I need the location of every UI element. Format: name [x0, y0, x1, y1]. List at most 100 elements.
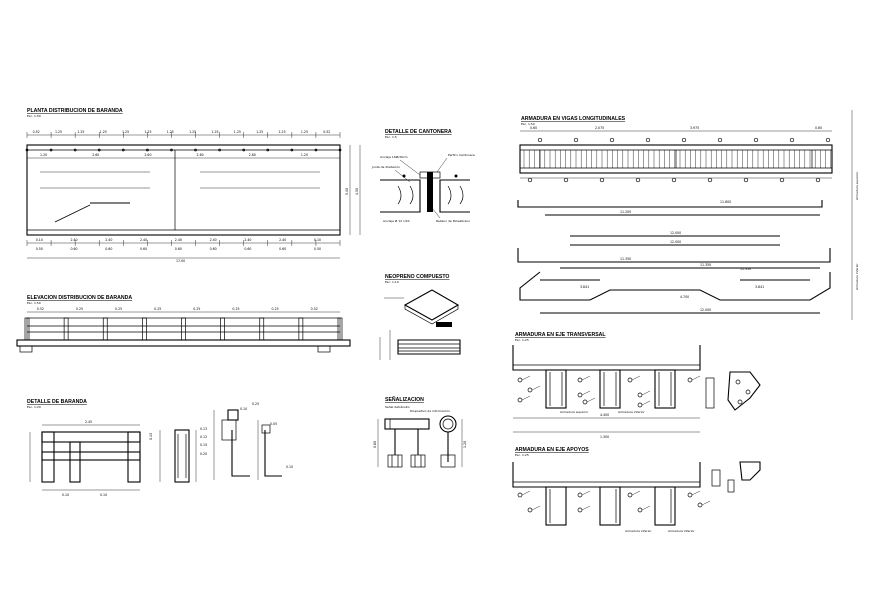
det-baranda-side-dim: 0.10: [240, 407, 247, 411]
planta-top-dim: 1.25: [100, 130, 107, 134]
planta-top-dim: 0.52: [33, 130, 40, 134]
planta-bottom-dim: 2.40: [244, 238, 251, 242]
det-baranda-side-dim: 0.05: [270, 422, 277, 426]
planta-second-dim: 1.20: [301, 153, 308, 157]
long-title: ARMADURA EN VIGAS LONGITUDINALES: [521, 116, 626, 122]
elevacion-title: ELEVACION DISTRIBUCION DE BARANDA: [27, 295, 132, 301]
planta-top-dim: 1.25: [234, 130, 241, 134]
planta-side-dim-1: 5.40: [345, 188, 349, 195]
long-beam: [519, 144, 833, 174]
trans-dim-1: 1.300: [600, 435, 609, 439]
post-section: [174, 429, 190, 483]
neopreno-view: NEOPRENO COMPUESTO Esc. 1:10: [379, 274, 461, 360]
planta-side-dim-2: 4.50: [355, 188, 359, 195]
elevacion-dim: 0.52: [311, 307, 318, 311]
senal-label-0: Señal de: [385, 405, 398, 409]
planta-bottom-dim: 2.40: [279, 238, 286, 242]
cantonera-label-2: Junta de dilatación: [371, 165, 400, 169]
long-scale: Esc. 1:50: [521, 122, 535, 126]
planta-second-dim: 2.60: [92, 153, 99, 157]
senal-dim-0: 0.60: [373, 441, 377, 448]
planta-second-dim: 1.20: [40, 153, 47, 157]
planta-second-dim: 2.60: [197, 153, 204, 157]
elevacion-dim: 0.52: [37, 307, 44, 311]
senal-dim-1: 1.20: [463, 441, 467, 448]
planta-top-dim: 0.52: [323, 130, 330, 134]
planta-top-dim: 1.25: [122, 130, 129, 134]
det-baranda-side-dim: 0.15: [200, 443, 207, 447]
elevacion-dim: 0.25: [272, 307, 279, 311]
long-view: ARMADURA EN VIGAS LONGITUDINALES Esc. 1:…: [517, 110, 859, 320]
cantonera-scale: Esc. 1:5: [385, 135, 397, 139]
cantonera-label-3: Anclaje Ø 12 c/20: [383, 218, 410, 223]
planta-second-dim: 2.60: [249, 153, 256, 157]
det-baranda-width: 2.45: [85, 420, 92, 424]
long-bar-label: 4.700: [680, 295, 689, 299]
planta-top-dim: 1.25: [167, 130, 174, 134]
cantonera-label-1: Perfil L Cantonera: [448, 153, 475, 157]
det-baranda-dim-4: 0.10: [100, 493, 107, 497]
elevacion-dim: 0.25: [115, 307, 122, 311]
det-baranda-title: DETALLE DE BARANDA: [27, 399, 87, 405]
long-side-label-0: Armadura superior: [855, 171, 859, 200]
cantonera-title: DETALLE DE CANTONERA: [385, 129, 452, 135]
neopreno-scale: Esc. 1:10: [385, 280, 399, 284]
planta-bottom-sub-dim: 0.60: [175, 247, 182, 251]
long-top-dim-0: 0.60: [530, 126, 537, 130]
apoyos-title: ARMADURA EN EJE APOYOS: [515, 447, 589, 453]
planta-bottom-sub-dim: 0.60: [140, 247, 147, 251]
det-baranda-dim-0: 0.15: [149, 433, 153, 440]
planta-top-dim: 1.25: [77, 130, 84, 134]
long-bar-label: 11.800: [720, 200, 731, 204]
det-baranda-side-dim: 0.12: [200, 435, 207, 439]
long-top-dim-2: 3.975: [690, 126, 699, 130]
det-baranda-side-dim: 0.10: [286, 465, 293, 469]
long-bar-label: 3.841: [755, 285, 764, 289]
det-baranda-side-dim: 0.13: [200, 427, 207, 431]
planta-top-dim: 1.25: [189, 130, 196, 134]
det-baranda-view: DETALLE DE BARANDA Esc. 1:20 2.45 0.10 0…: [27, 399, 293, 497]
det-baranda-scale: Esc. 1:20: [27, 405, 41, 409]
elevacion-dim: 0.25: [76, 307, 83, 311]
long-bar-label: 12.000: [670, 240, 681, 244]
planta-scale: Esc. 1:50: [27, 114, 41, 118]
planta-top-dim: 1.25: [211, 130, 218, 134]
neoprene-pad-iso: [403, 289, 460, 321]
planta-title: PLANTA DISTRIBUCION DE BARANDA: [27, 108, 123, 114]
long-bar-label: 12.000: [670, 231, 681, 235]
det-cantonera-view: DETALLE DE CANTONERA Esc. 1:5 Anclaje 16…: [371, 129, 475, 223]
apoyos-view: ARMADURA EN EJE APOYOS Esc. 1:25 Armadur…: [512, 447, 761, 533]
planta-bottom-dim: 2.40: [70, 238, 77, 242]
long-bar-label: 11.350: [620, 257, 631, 261]
planta-bottom-dim: 2.40: [140, 238, 147, 242]
planta-top-dim: 1.25: [256, 130, 263, 134]
apoyos-scale: Esc. 1:25: [515, 453, 529, 457]
cantonera-label-4: Relleno de Poliestireno: [436, 219, 470, 223]
cantonera-label-0: Anclaje 16Ø/30cm: [380, 154, 408, 159]
planta-bottom-dim: 2.40: [175, 238, 182, 242]
long-top-dim-3: 0.60: [815, 126, 822, 130]
senal-label-1: tránsito: [398, 405, 410, 409]
planta-bottom-sub-dim: 0.60: [210, 247, 217, 251]
sign-panel: [384, 418, 430, 430]
deck-plan-outline: [26, 144, 341, 236]
trans-label-3: Armadura superior: [560, 410, 589, 414]
planta-bottom-sub-dim: 0.60: [244, 247, 251, 251]
senal-view: SEÑALIZACION Señal de tránsito Dispositi…: [373, 396, 467, 468]
apoyos-label-3: Armadura inferior: [625, 529, 652, 533]
senal-label-2: Dispositivo de información: [410, 409, 450, 413]
apoyos-label-4: Armadura inferior: [668, 529, 695, 533]
planta-bottom-dim: 2.40: [105, 238, 112, 242]
trans-slab: [512, 345, 701, 371]
elevacion-view: ELEVACION DISTRIBUCION DE BARANDA Esc. 1…: [16, 295, 351, 353]
long-bar-label: 11.350: [740, 267, 751, 271]
planta-bottom-dim: 2.40: [210, 238, 217, 242]
long-bar-label: 11.350: [700, 263, 711, 267]
long-side-label-1: Armadura inferior: [855, 263, 859, 290]
neopreno-title: NEOPRENO COMPUESTO: [385, 274, 449, 280]
elevacion-dim: 0.25: [232, 307, 239, 311]
planta-bottom-dim: 0.10: [36, 238, 43, 242]
long-top-dim-1: 2.075: [595, 126, 604, 130]
elevacion-dim: 0.25: [193, 307, 200, 311]
